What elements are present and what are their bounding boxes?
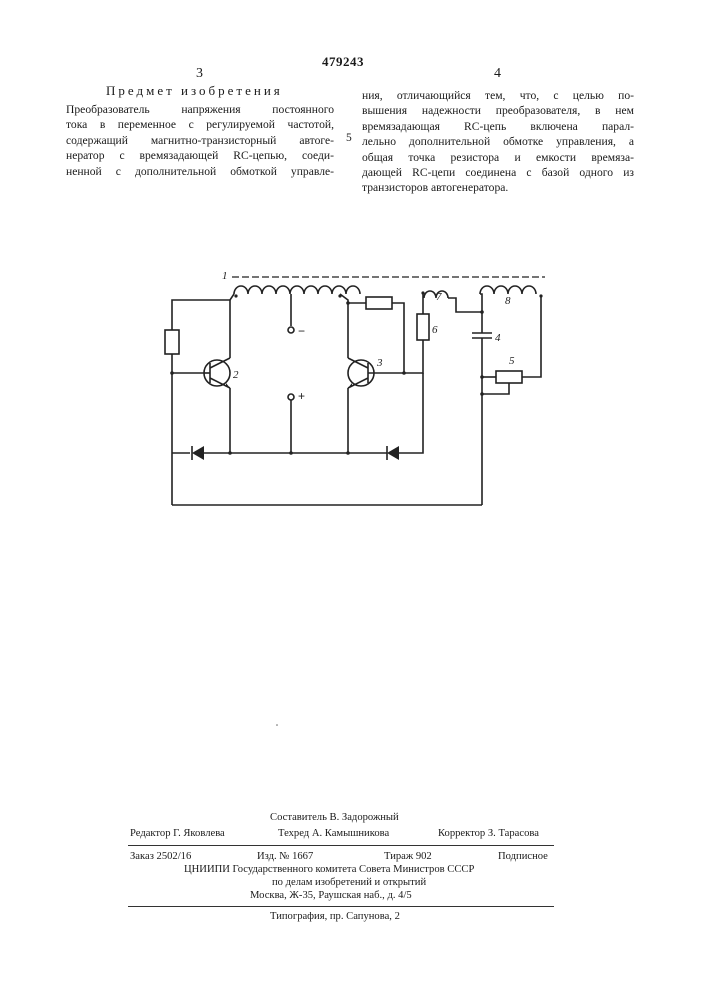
wire	[392, 303, 404, 373]
label-capacitor-4: 4	[495, 332, 501, 344]
control-winding	[421, 291, 448, 298]
wire	[172, 294, 234, 330]
label-resistor-6: 6	[432, 324, 438, 336]
wiper-wire	[482, 383, 509, 394]
print-run: Тираж 902	[384, 850, 432, 864]
label-transistor-3: 3	[376, 357, 383, 369]
output-winding	[480, 286, 543, 298]
potentiometer-5	[496, 371, 522, 383]
label-minus: −	[298, 324, 305, 338]
resistor-left	[165, 330, 179, 354]
edition-number: Изд. № 1667	[257, 850, 313, 864]
wire	[448, 298, 482, 312]
minus-terminal	[288, 327, 294, 333]
plus-terminal	[288, 394, 294, 400]
wire	[172, 354, 205, 373]
institute-line2: по делам изобретений и открытий	[272, 876, 426, 890]
transistor-3	[348, 358, 404, 388]
typography: Типография, пр. Сапунова, 2	[270, 910, 400, 924]
label-winding-1: 1	[222, 270, 228, 282]
techred: Техред А. Камышникова	[278, 827, 389, 841]
subscription: Подписное	[498, 850, 548, 864]
label-potentiometer-5: 5	[509, 355, 515, 367]
wire	[399, 373, 423, 453]
editor: Редактор Г. Яковлева	[130, 827, 225, 841]
label-winding-8: 8	[505, 295, 511, 307]
divider	[128, 845, 554, 846]
wire	[522, 296, 541, 377]
label-plus: +	[298, 389, 305, 403]
label-winding-7: 7	[436, 291, 442, 303]
corrector: Корректор З. Тарасова	[438, 827, 539, 841]
institute: ЦНИИПИ Государственного комитета Совета …	[184, 863, 474, 877]
diode-right	[387, 446, 399, 460]
divider	[128, 906, 554, 907]
diode-left	[192, 446, 204, 460]
address: Москва, Ж-35, Раушская наб., д. 4/5	[250, 889, 412, 903]
resistor-feedback	[366, 297, 392, 309]
resistor-6	[417, 314, 429, 340]
main-winding	[234, 286, 360, 298]
compiler: Составитель В. Задорожный	[270, 811, 399, 825]
order-number: Заказ 2502/16	[130, 850, 191, 864]
wire	[404, 340, 423, 373]
speck	[276, 724, 278, 726]
label-transistor-2: 2	[233, 369, 239, 381]
transistor-2	[204, 358, 230, 388]
